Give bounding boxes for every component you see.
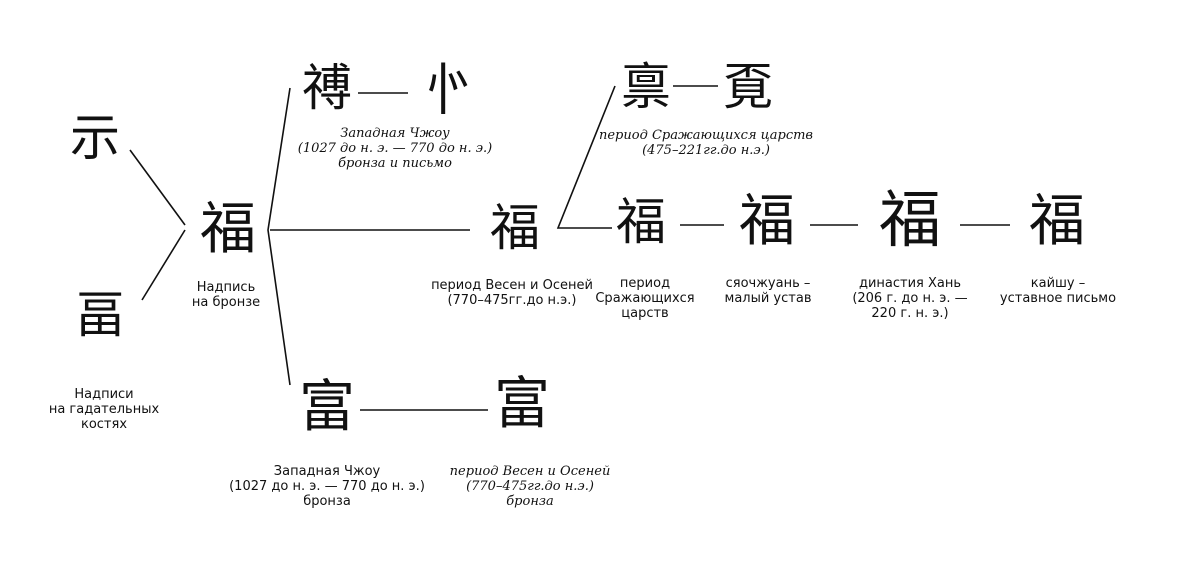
oracle-glyph-bottom: 畐: [75, 286, 125, 344]
bronze-caption: Надпись на бронзе: [191, 280, 261, 310]
west-zhou-bottom-glyph: 富: [299, 375, 355, 440]
han-glyph: 福: [878, 183, 942, 256]
spring-autumn-mid-caption: период Весен и Осеней (770–475гг.до н.э.…: [431, 278, 593, 308]
warring-top-caption: период Сражающихся царств (475–221гг.до …: [598, 128, 814, 158]
west-zhou-bottom-caption: Западная Чжоу (1027 до н. э. — 770 до н.…: [229, 464, 425, 509]
oracle-caption: Надписи на гадательных костях: [48, 387, 160, 432]
connector-warring-fork: [556, 85, 616, 229]
xiaozhuan-glyph: 福: [739, 189, 795, 254]
kaishu-caption: кайшу – уставное письмо: [999, 276, 1117, 306]
connector-oracle-bottom: [141, 229, 186, 301]
spring-autumn-mid-glyph: 福: [490, 199, 540, 257]
xiaozhuan-caption: сяочжуань – малый устав: [724, 276, 812, 306]
oracle-glyph-top: 示: [70, 109, 120, 167]
warring-mid-caption: период Сражающихся царств: [595, 276, 695, 321]
han-caption: династия Хань (206 г. до н. э. — 220 г. …: [852, 276, 968, 321]
spring-autumn-bottom-glyph: 富: [494, 372, 550, 437]
connector-oracle-top: [129, 149, 186, 226]
kaishu-glyph: 福: [1029, 189, 1085, 254]
west-zhou-top-caption: Западная Чжоу (1027 до н. э. — 770 до н.…: [297, 126, 493, 171]
connector-bronze-fan: [267, 87, 291, 386]
spring-autumn-bottom-caption: период Весен и Осеней (770–475гг.до н.э.…: [449, 464, 611, 509]
bronze-glyph: 福: [200, 197, 256, 262]
west-zhou-top-glyph-a: 禣: [302, 59, 352, 117]
warring-top-glyph-a: 禀: [621, 58, 671, 116]
warring-mid-glyph: 福: [616, 193, 666, 251]
warring-top-glyph-b: 覔: [723, 58, 773, 116]
west-zhou-top-glyph-b: 㣺: [420, 59, 476, 124]
